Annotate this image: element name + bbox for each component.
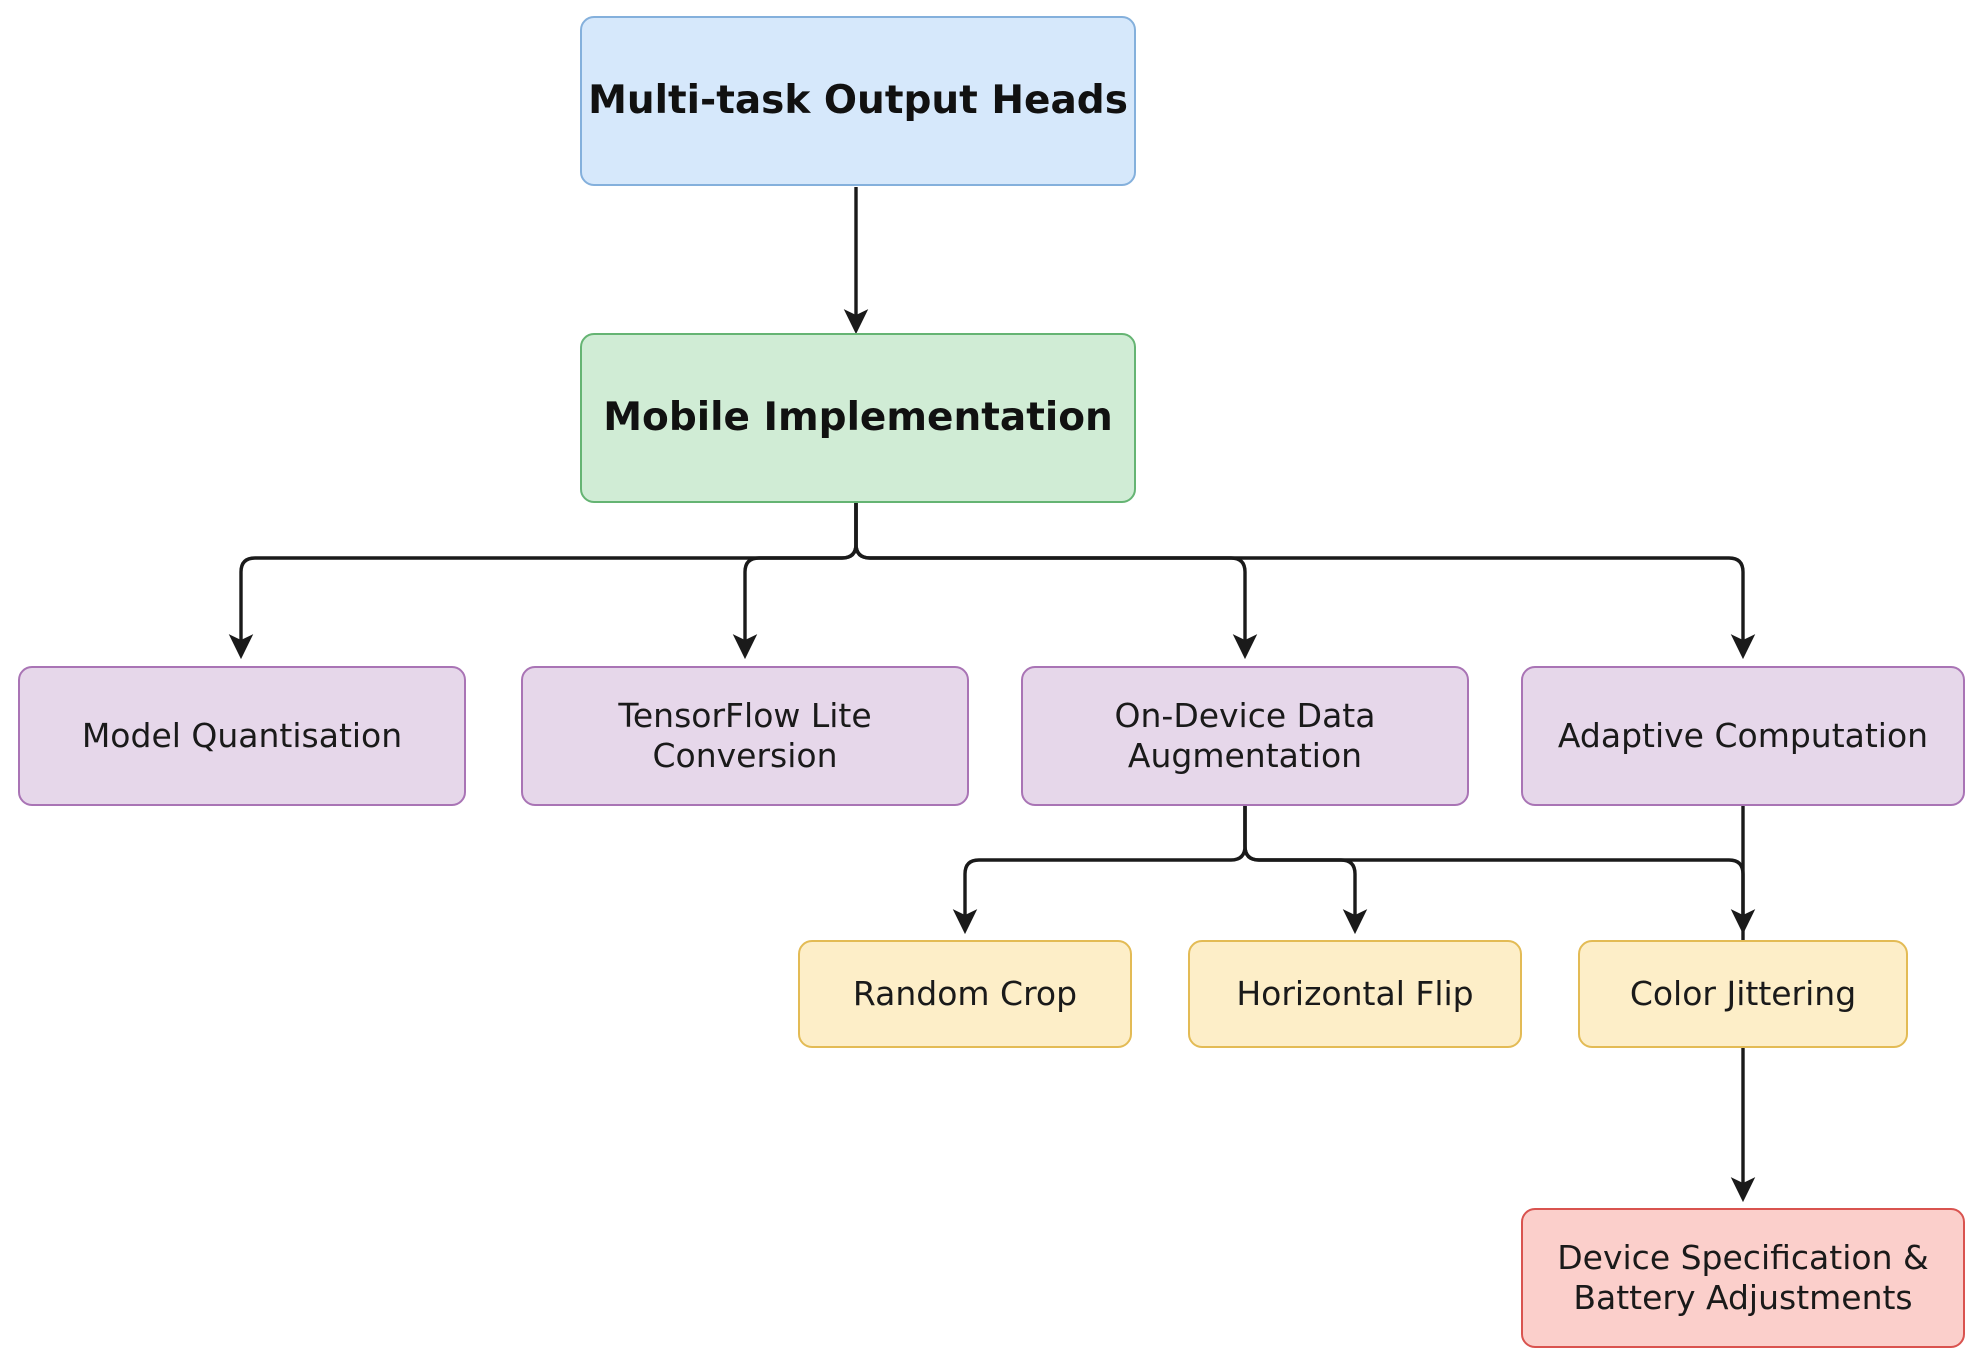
edge-branch3-to-aug1	[952, 806, 1247, 935]
node-mobile-implementation[interactable]: Mobile Implementation	[580, 333, 1136, 503]
edge-branch3-to-aug2	[1243, 806, 1368, 935]
edge-stage-to-branch2	[732, 503, 858, 660]
edge-branch3-to-aug3	[1243, 806, 1756, 935]
node-multi-task-output-heads[interactable]: Multi-task Output Heads	[580, 16, 1136, 186]
node-device-specification-battery-adjustments[interactable]: Device Specification & Battery Adjustmen…	[1521, 1208, 1965, 1348]
node-on-device-data-augmentation[interactable]: On-Device Data Augmentation	[1021, 666, 1469, 806]
node-color-jittering[interactable]: Color Jittering	[1578, 940, 1908, 1048]
edge-stage-to-branch1	[228, 503, 858, 660]
node-model-quantisation[interactable]: Model Quantisation	[18, 666, 466, 806]
node-horizontal-flip[interactable]: Horizontal Flip	[1188, 940, 1522, 1048]
node-adaptive-computation[interactable]: Adaptive Computation	[1521, 666, 1965, 806]
edge-stage-to-branch4	[854, 503, 1756, 660]
edge-stage-to-branch3	[854, 503, 1258, 660]
node-random-crop[interactable]: Random Crop	[798, 940, 1132, 1048]
node-tensorflow-lite-conversion[interactable]: TensorFlow Lite Conversion	[521, 666, 969, 806]
